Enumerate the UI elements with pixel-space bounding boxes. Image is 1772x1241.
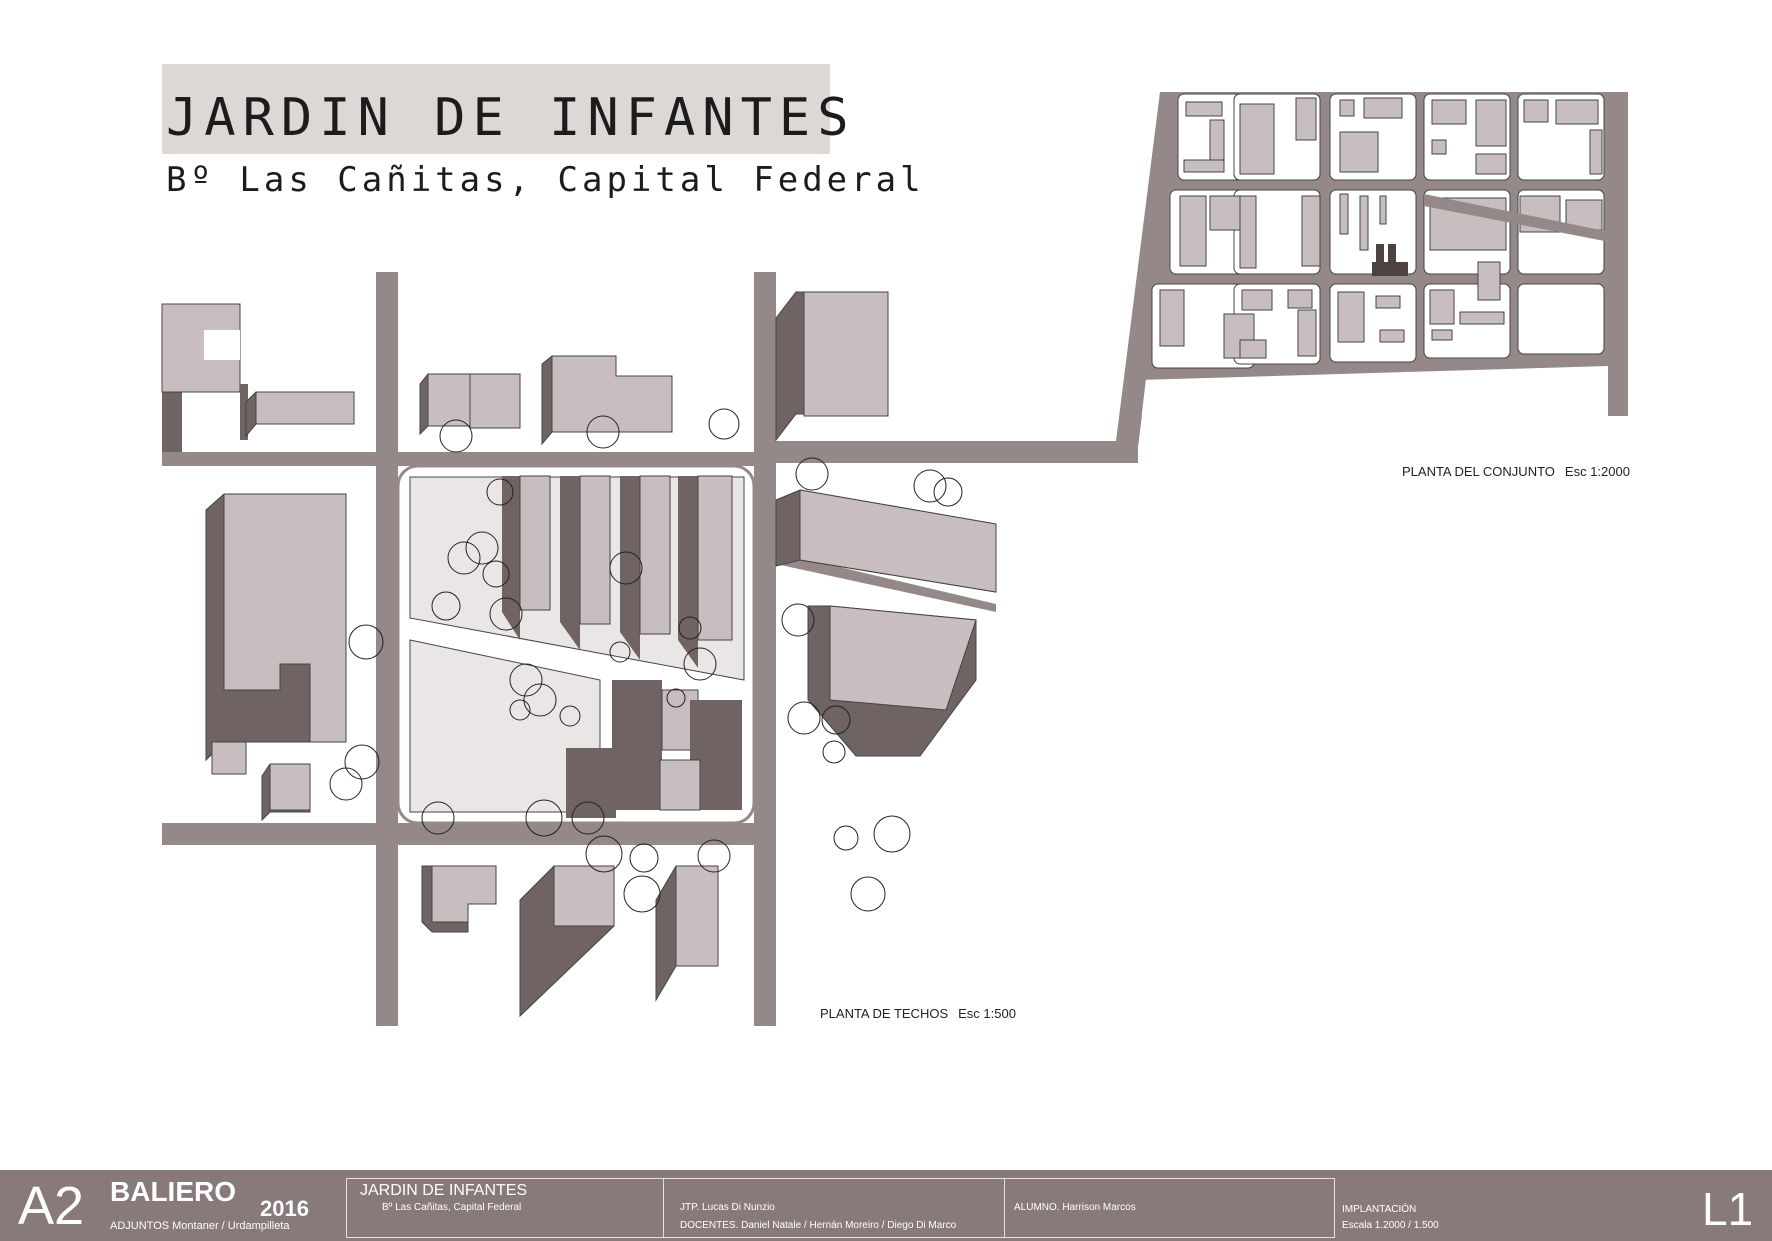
street-vertical-right — [754, 272, 776, 1026]
kindergarten-volumes — [502, 475, 742, 818]
project-title: JARDIN DE INFANTES — [360, 1182, 528, 1199]
ensemble-plan-title: PLANTA DEL CONJUNTO — [1402, 464, 1555, 479]
trees — [329, 408, 963, 913]
chair-name: BALIERO — [110, 1176, 236, 1207]
roof-plan-label: PLANTA DE TECHOS Esc 1:500 — [820, 1006, 1016, 1021]
title-block: A2 BALIERO 2016 ADJUNTOS Montaner / Urda… — [0, 1170, 1772, 1241]
street-horizontal-bottom — [162, 823, 776, 845]
sheet-type: IMPLANTACIÓN — [1342, 1204, 1417, 1215]
ensemble-plan-scale: Esc 1:2000 — [1564, 464, 1630, 479]
alumno: ALUMNO. Harrison Marcos — [1014, 1202, 1136, 1213]
teachers-cell — [662, 1178, 1005, 1238]
roof-plan — [161, 272, 1116, 1026]
roof-plan-title: PLANTA DE TECHOS — [820, 1006, 949, 1021]
streets — [162, 272, 1116, 1026]
ensemble-plan-label: PLANTA DEL CONJUNTO Esc 1:2000 — [1402, 464, 1630, 479]
project-cell — [346, 1178, 664, 1238]
project-location: Bº Las Cañitas, Capital Federal — [382, 1202, 522, 1213]
sheet-format: A2 — [18, 1176, 85, 1236]
page-subtitle: Bº Las Cañitas, Capital Federal — [166, 160, 925, 200]
adjuntos: ADJUNTOS Montaner / Urdampilleta — [110, 1220, 290, 1232]
sheet-number: L1 — [1702, 1183, 1754, 1235]
street-horizontal-top-right — [776, 441, 1116, 463]
year: 2016 — [260, 1196, 309, 1221]
surrounding-buildings — [161, 291, 997, 1018]
street-diagonal — [776, 552, 996, 612]
title-highlight — [162, 64, 830, 154]
page-title: JARDIN DE INFANTES — [166, 88, 856, 148]
street-vertical-left — [376, 272, 398, 1026]
docentes: DOCENTES. Daniel Natale / Hernán Moreiro… — [680, 1220, 957, 1231]
ensemble-plan — [1116, 92, 1628, 463]
site-highlight — [1372, 244, 1408, 276]
ensemble-buildings — [1159, 97, 1603, 359]
roof-plan-scale: Esc 1:500 — [958, 1006, 1016, 1021]
student-cell — [1004, 1178, 1335, 1238]
jtp: JTP. Lucas Di Nunzio — [680, 1202, 775, 1213]
sheet-scale: Escala 1.2000 / 1.500 — [1342, 1220, 1439, 1231]
street-horizontal-top — [162, 452, 776, 466]
